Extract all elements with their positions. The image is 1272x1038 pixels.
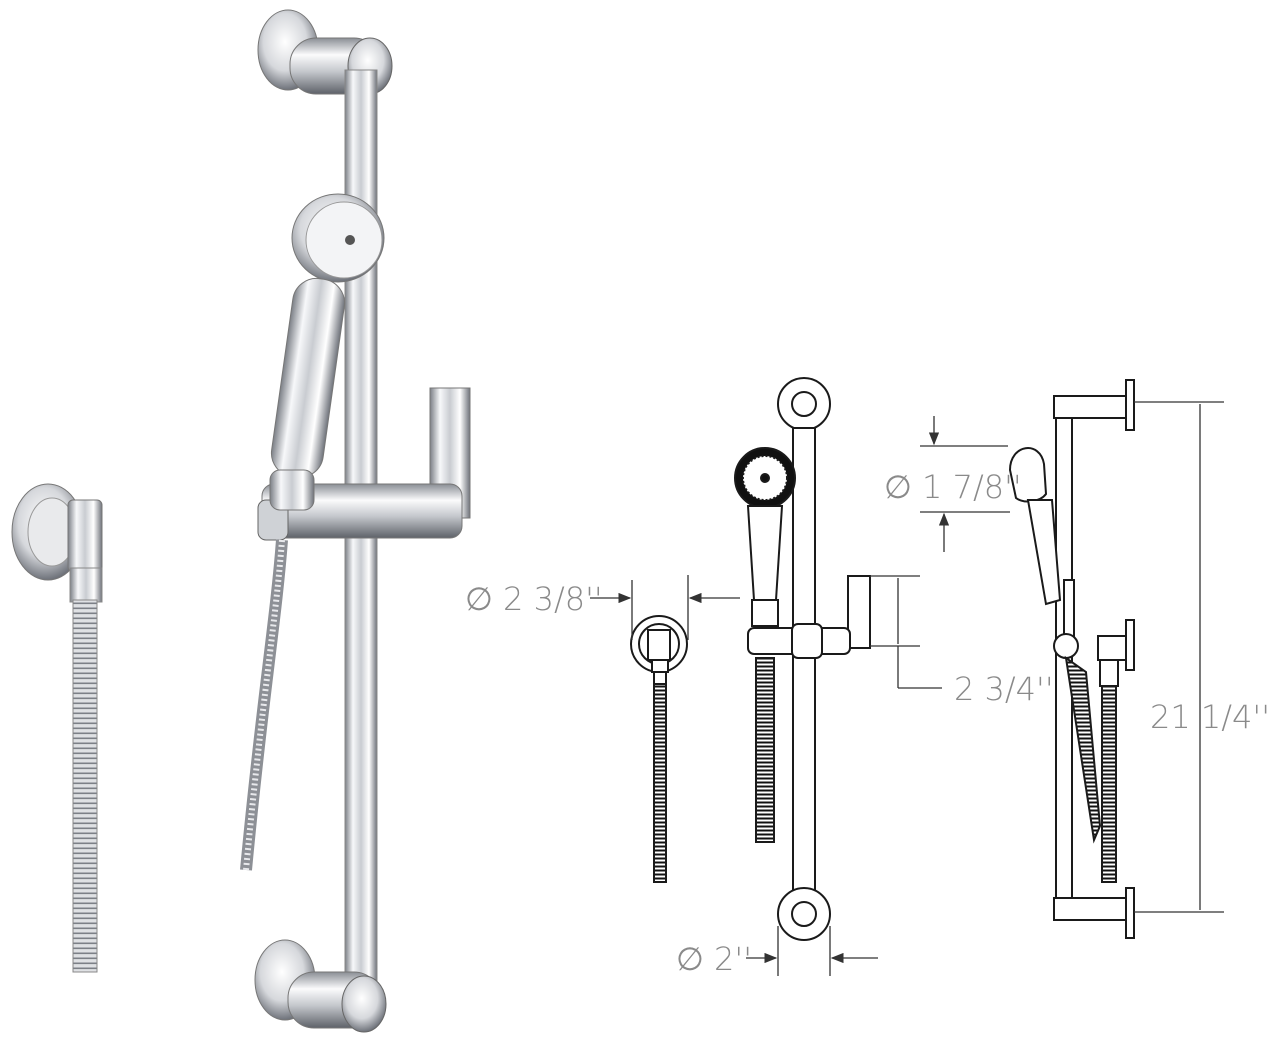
hand-shower-render (269, 193, 385, 511)
rendered-shower-set (11, 9, 471, 1033)
side-view-drawing (1008, 379, 1135, 939)
dimension-label-bar-length: 21 1/4'' (1150, 698, 1270, 736)
elbow-hose-render (72, 599, 98, 973)
dimension-label-elbow-diameter: ∅ 2 3/8'' (465, 580, 603, 618)
dimension-label-holder-height: 2 3/4'' (954, 670, 1054, 708)
wall-elbow-render (11, 483, 103, 603)
dimension-lines (590, 401, 1224, 976)
dimension-label-flange-diameter: ∅ 2'' (676, 940, 752, 978)
dimension-label-hand-shower-diameter: ∅ 1 7/8'' (884, 468, 1022, 506)
front-view-drawing (630, 377, 871, 941)
